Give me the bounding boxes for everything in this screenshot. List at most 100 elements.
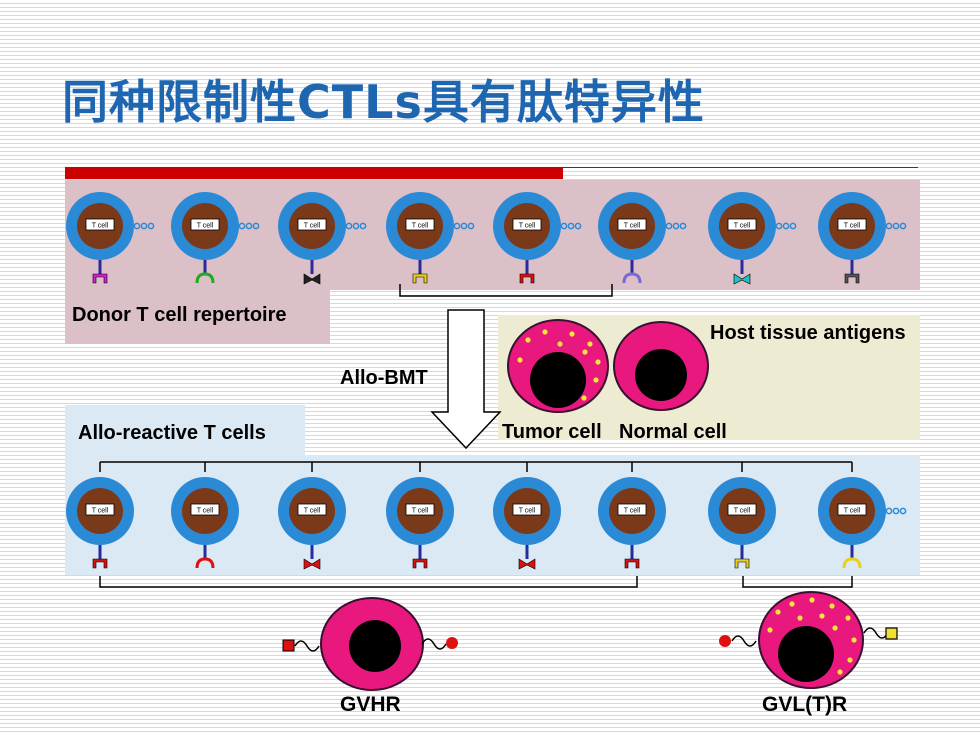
tumor-cell-dots bbox=[517, 329, 601, 401]
t-cell-text: T cell bbox=[844, 508, 861, 515]
tcr-head-arc bbox=[195, 272, 215, 284]
t-cell-text: T cell bbox=[304, 508, 321, 515]
tcr-head-bow bbox=[303, 558, 321, 570]
ellipsis-dots bbox=[885, 222, 907, 230]
donor-tcell-row: T cell T cell T cell T cell T cell T cell T ce… bbox=[66, 192, 907, 285]
t-cell-tag bbox=[727, 218, 757, 231]
t-cell: T cell bbox=[171, 477, 239, 569]
normal-cell bbox=[613, 321, 709, 411]
t-cell-text: T cell bbox=[412, 223, 429, 230]
allo-tcell-row: T cell T cell T cell T cell T cell T cell T ce… bbox=[66, 477, 907, 570]
tcr-head-cup bbox=[92, 558, 108, 569]
t-cell-text: T cell bbox=[734, 508, 751, 515]
t-cell: T cell bbox=[278, 192, 346, 285]
tumor-cell-label: Tumor cell bbox=[502, 421, 602, 443]
title-underline-line bbox=[563, 167, 918, 168]
allo-bmt-label: Allo-BMT bbox=[340, 367, 428, 389]
t-cell-tag bbox=[190, 218, 220, 231]
t-cell-tag bbox=[85, 218, 115, 231]
tcr-head-bow bbox=[733, 273, 751, 285]
title-underline-bar bbox=[65, 167, 563, 179]
host-antigens-label: Host tissue antigens bbox=[710, 322, 906, 344]
t-cell: T cell bbox=[493, 477, 561, 570]
tcr-head-cup bbox=[624, 558, 640, 569]
tcr-head-cup bbox=[734, 558, 750, 569]
ellipsis-dots bbox=[885, 507, 907, 515]
t-cell: T cell bbox=[598, 477, 666, 569]
gvl-target-cell bbox=[719, 591, 898, 689]
gvl-cell-dots bbox=[767, 597, 857, 675]
tumor-cell bbox=[507, 319, 609, 413]
ellipsis-dots bbox=[775, 222, 797, 230]
t-cell-tag bbox=[617, 503, 647, 516]
ellipsis-dots bbox=[560, 222, 582, 230]
t-cell-tag bbox=[297, 503, 327, 516]
t-cell-text: T cell bbox=[197, 223, 214, 230]
ellipsis-dots bbox=[238, 222, 260, 230]
t-cell-tag bbox=[405, 218, 435, 231]
t-cell: T cell bbox=[66, 192, 134, 284]
t-cell-tag bbox=[837, 218, 867, 231]
t-cell-text: T cell bbox=[92, 508, 109, 515]
t-cell-tag bbox=[837, 503, 867, 516]
donor-label-panel bbox=[65, 289, 330, 344]
t-cell: T cell bbox=[66, 477, 134, 569]
t-cell-tag bbox=[512, 218, 542, 231]
allo-label-panel bbox=[65, 405, 305, 455]
ellipsis-dots bbox=[345, 222, 367, 230]
gvhr-target-cell bbox=[282, 597, 458, 691]
tcr-head-cup bbox=[92, 273, 108, 284]
gvl-bracket bbox=[742, 576, 853, 588]
t-cell-tag bbox=[617, 218, 647, 231]
tcr-head-bow bbox=[303, 273, 321, 285]
t-cell-text: T cell bbox=[197, 508, 214, 515]
t-cell-text: T cell bbox=[92, 223, 109, 230]
tcr-head-cup bbox=[412, 558, 428, 569]
t-cell-tag bbox=[190, 503, 220, 516]
ellipsis-dots bbox=[453, 222, 475, 230]
t-cell-text: T cell bbox=[624, 508, 641, 515]
t-cell: T cell bbox=[598, 192, 666, 284]
ellipsis-dots bbox=[665, 222, 687, 230]
gvltr-label: GVL(T)R bbox=[762, 693, 847, 716]
ellipsis-dots bbox=[133, 222, 155, 230]
gvhr-label: GVHR bbox=[340, 693, 401, 716]
t-cell: T cell bbox=[386, 477, 454, 569]
t-cell-text: T cell bbox=[519, 223, 536, 230]
gvhr-bracket bbox=[99, 576, 638, 588]
donor-repertoire-label: Donor T cell repertoire bbox=[72, 304, 287, 326]
tcr-head-cup bbox=[412, 273, 428, 284]
t-cell: T cell bbox=[708, 477, 776, 569]
branch-lines bbox=[99, 461, 853, 472]
t-cell-text: T cell bbox=[519, 508, 536, 515]
t-cell-text: T cell bbox=[624, 223, 641, 230]
tcr-head-arc bbox=[195, 557, 215, 569]
t-cell: T cell bbox=[708, 192, 776, 285]
t-cell-text: T cell bbox=[734, 223, 751, 230]
tcr-head-arc bbox=[842, 557, 862, 569]
tcr-head-bow bbox=[518, 558, 536, 570]
t-cell: T cell bbox=[493, 192, 561, 284]
t-cell-text: T cell bbox=[412, 508, 429, 515]
tcr-head-arc bbox=[622, 272, 642, 284]
t-cell: T cell bbox=[818, 192, 886, 284]
t-cell: T cell bbox=[278, 477, 346, 570]
t-cell-tag bbox=[405, 503, 435, 516]
donor-selection-bracket bbox=[399, 284, 613, 297]
t-cell: T cell bbox=[171, 192, 239, 284]
allo-reactive-label: Allo-reactive T cells bbox=[78, 422, 266, 444]
allo-bmt-arrow bbox=[430, 309, 502, 450]
t-cell-tag bbox=[512, 503, 542, 516]
t-cell-text: T cell bbox=[844, 223, 861, 230]
slide-title: 同种限制性CTLs具有肽特异性 bbox=[62, 75, 705, 129]
normal-cell-label: Normal cell bbox=[619, 421, 727, 443]
t-cell: T cell bbox=[818, 477, 886, 569]
t-cell-tag bbox=[727, 503, 757, 516]
t-cell: T cell bbox=[386, 192, 454, 284]
t-cell-tag bbox=[297, 218, 327, 231]
t-cell-text: T cell bbox=[304, 223, 321, 230]
t-cell-tag bbox=[85, 503, 115, 516]
tcr-head-cup bbox=[519, 273, 535, 284]
tcr-head-cup bbox=[844, 273, 860, 284]
